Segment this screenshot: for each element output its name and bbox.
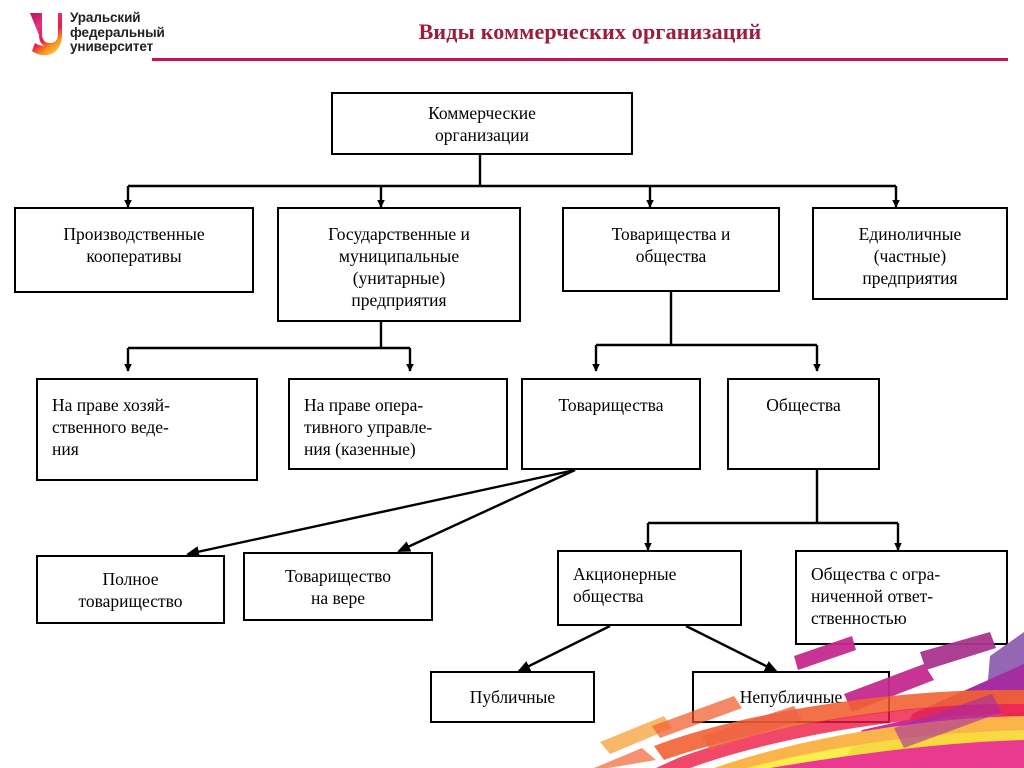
page-header: Уральский федеральный университет Виды к… <box>0 0 1024 72</box>
university-logo: Уральский федеральный университет <box>28 10 178 58</box>
node-joint-stock-companies[interactable]: Акционерные общества <box>557 550 742 626</box>
node-right-of-economic-management[interactable]: На праве хозяй- ственного веде- ния <box>36 378 258 481</box>
node-partnerships[interactable]: Товарищества <box>521 378 701 470</box>
node-partnerships-and-societies[interactable]: Товарищества и общества <box>562 207 780 292</box>
node-limited-liability-companies[interactable]: Общества с огра- ниченной ответ- ственно… <box>795 550 1008 645</box>
node-label: Общества с огра- ниченной ответ- ственно… <box>811 564 941 628</box>
edge-jsc-nonpublic <box>685 624 778 673</box>
node-label: Производственные кооперативы <box>63 224 205 266</box>
node-public[interactable]: Публичные <box>430 671 595 723</box>
node-label: Публичные <box>469 687 556 707</box>
node-production-cooperatives[interactable]: Производственные кооперативы <box>14 207 254 293</box>
node-label: Непубличные <box>739 687 843 707</box>
ufu-u-mark-icon <box>30 13 62 56</box>
node-label: Государственные и муниципальные (унитарн… <box>328 224 470 310</box>
header-divider <box>152 58 1008 61</box>
node-commercial-organizations[interactable]: Коммерческие организации <box>331 92 633 155</box>
university-logo-text: Уральский федеральный университет <box>70 10 165 55</box>
edge-partnerships-full <box>186 468 576 558</box>
node-limited-partnership[interactable]: Товарищество на вере <box>243 552 433 621</box>
node-nonpublic[interactable]: Непубличные <box>692 671 890 723</box>
node-sole-private-enterprises[interactable]: Единоличные (частные) предприятия <box>812 207 1008 300</box>
node-label: Полное товарищество <box>78 569 183 611</box>
edge-jsc-public <box>517 624 611 673</box>
edge-partnerships-faith <box>397 468 576 553</box>
node-right-of-operational-management[interactable]: На праве опера- тивного управле- ния (ка… <box>288 378 508 470</box>
node-label: На праве опера- тивного управле- ния (ка… <box>304 395 433 459</box>
node-societies[interactable]: Общества <box>727 378 880 470</box>
node-label: На праве хозяй- ственного веде- ния <box>52 395 170 459</box>
node-full-partnership[interactable]: Полное товарищество <box>36 555 225 624</box>
node-label: Общества <box>766 395 841 415</box>
node-label: Товарищества и общества <box>611 224 731 266</box>
node-label: Акционерные общества <box>573 564 677 606</box>
page-title: Виды коммерческих организаций <box>418 19 762 44</box>
node-label: Коммерческие организации <box>428 102 536 145</box>
node-label: Товарищество на вере <box>284 566 392 608</box>
node-state-municipal-unitary[interactable]: Государственные и муниципальные (унитарн… <box>277 207 521 322</box>
node-label: Единоличные (частные) предприятия <box>858 224 962 288</box>
node-label: Товарищества <box>558 395 664 415</box>
